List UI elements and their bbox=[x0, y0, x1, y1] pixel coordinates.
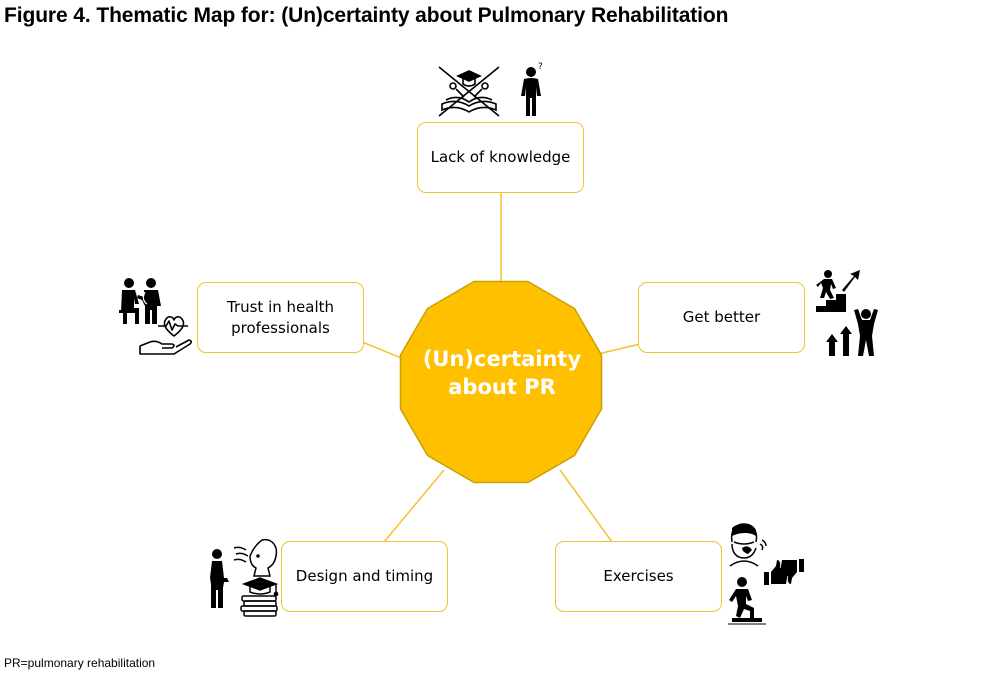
theme-label: Get better bbox=[682, 308, 761, 326]
figure-title: Figure 4. Thematic Map for: (Un)certaint… bbox=[4, 4, 729, 27]
book-stack-icon bbox=[240, 577, 279, 617]
theme-box-get-better: Get better bbox=[638, 282, 805, 353]
standing-person-icon bbox=[210, 549, 229, 608]
heart-in-hand-icon bbox=[139, 315, 193, 355]
doctor-patient-icon bbox=[119, 278, 161, 324]
center-polygon bbox=[399, 280, 603, 484]
confused-person-icon: ? bbox=[521, 62, 543, 116]
connector-trust bbox=[361, 341, 405, 360]
theme-label: Design and timing bbox=[295, 567, 434, 585]
success-bar-chart-icon bbox=[826, 309, 878, 356]
crossed-out-book-icon bbox=[438, 66, 500, 117]
theme-label: Exercises bbox=[603, 567, 674, 585]
connector-get-better bbox=[597, 343, 641, 355]
svg-text:?: ? bbox=[538, 62, 543, 72]
connector-exercises bbox=[559, 469, 613, 543]
theme-label: Lack of knowledge bbox=[430, 148, 571, 166]
theme-box-lack-of-knowledge: Lack of knowledge bbox=[417, 122, 584, 193]
footnote: PR=pulmonary rehabilitation bbox=[4, 656, 156, 670]
theme-box-trust-in-health-professionals: Trust in health professionals bbox=[197, 282, 364, 353]
theme-box-design-and-timing: Design and timing bbox=[281, 541, 448, 612]
coughing-woman-icon bbox=[729, 523, 767, 567]
climbing-stairs-icon bbox=[816, 270, 860, 312]
theme-label: Trust in health professionals bbox=[226, 297, 335, 337]
connector-design bbox=[383, 469, 445, 543]
center-label: (Un)certainty about PR bbox=[422, 347, 582, 399]
thumbs-up-down-icon bbox=[764, 559, 804, 585]
stepping-person-icon bbox=[728, 577, 766, 625]
theme-box-exercises: Exercises bbox=[555, 541, 722, 612]
breathing-person-icon bbox=[233, 538, 278, 577]
